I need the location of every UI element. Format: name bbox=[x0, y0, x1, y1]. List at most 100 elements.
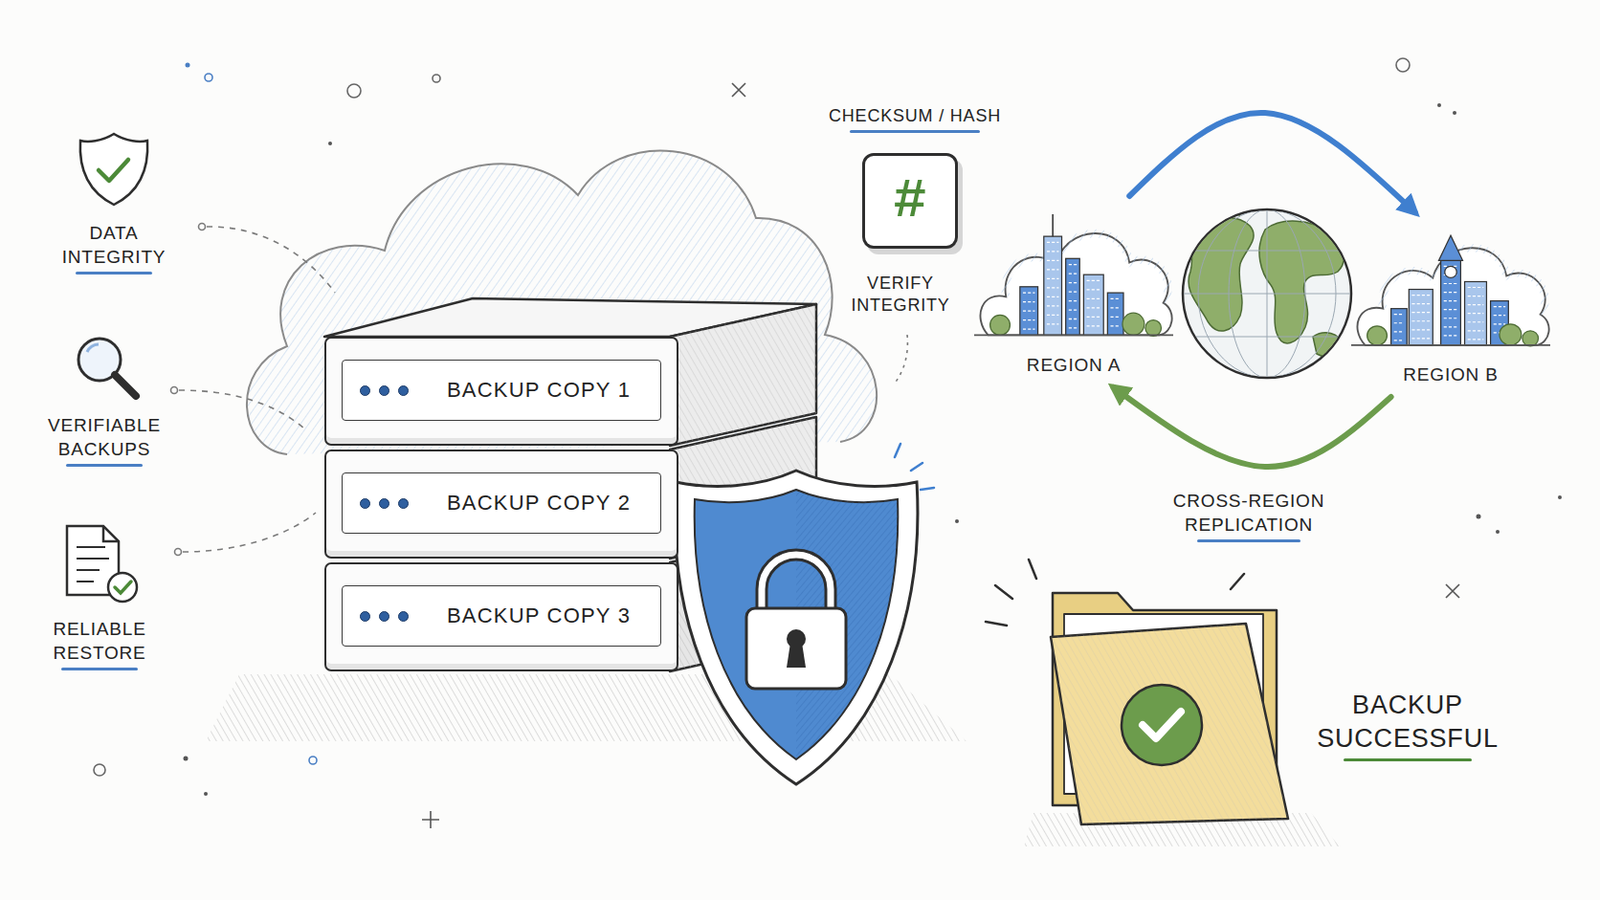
building-windows bbox=[1444, 300, 1459, 302]
decor-specks bbox=[422, 811, 440, 829]
building-windows bbox=[1110, 316, 1120, 318]
tree bbox=[1145, 320, 1162, 337]
building-windows bbox=[1068, 282, 1077, 284]
decor-specks bbox=[732, 83, 746, 97]
backup-server: BACKUP COPY 2 bbox=[324, 449, 679, 559]
building-windows bbox=[1068, 318, 1077, 320]
region-cloud: REGION B bbox=[1351, 212, 1551, 398]
lock-shield bbox=[761, 555, 831, 615]
building bbox=[1066, 258, 1081, 335]
building-windows bbox=[1022, 291, 1035, 293]
building-windows bbox=[1493, 323, 1506, 325]
success-folder bbox=[1050, 623, 1289, 825]
building-windows bbox=[1046, 250, 1059, 252]
building-windows bbox=[1087, 288, 1102, 290]
server-label: BACKUP COPY 3 bbox=[446, 603, 631, 629]
globe bbox=[1182, 209, 1352, 378]
building-windows bbox=[1046, 287, 1059, 289]
integrity-shield-icon bbox=[98, 159, 129, 181]
background-cloud bbox=[246, 151, 877, 455]
region-cloud-outline bbox=[974, 196, 1174, 348]
building-windows bbox=[1493, 332, 1506, 334]
building bbox=[1441, 260, 1462, 346]
caption-label: CHECKSUM / HASH bbox=[809, 105, 1021, 134]
region-cloud: REGION A bbox=[974, 196, 1174, 388]
building-windows bbox=[1110, 298, 1120, 300]
backup-server: BACKUP COPY 3 bbox=[324, 562, 679, 672]
tree bbox=[1499, 324, 1522, 346]
leader-line bbox=[199, 223, 206, 231]
ground-line bbox=[1351, 344, 1551, 347]
integrity-shield-icon bbox=[80, 133, 148, 205]
cloud-shading bbox=[1005, 233, 1169, 304]
building-windows bbox=[1022, 301, 1035, 303]
building-windows bbox=[1444, 334, 1459, 336]
building-windows bbox=[1411, 303, 1430, 305]
server-panel: BACKUP COPY 3 bbox=[341, 585, 662, 647]
checksum-box: # bbox=[862, 153, 958, 249]
status-lights bbox=[359, 611, 409, 623]
building-windows bbox=[1444, 274, 1459, 276]
leader-line bbox=[175, 549, 182, 556]
region-cloud-outline bbox=[1356, 247, 1549, 346]
background-cloud bbox=[246, 151, 877, 455]
status-light bbox=[359, 385, 371, 397]
building-windows bbox=[1087, 316, 1102, 318]
building-windows bbox=[1411, 320, 1430, 322]
building-windows bbox=[1394, 313, 1404, 315]
building-windows bbox=[1467, 295, 1485, 297]
building-windows bbox=[1046, 260, 1059, 262]
status-light bbox=[359, 498, 371, 510]
document-icon bbox=[66, 526, 137, 602]
lock-shield bbox=[786, 643, 806, 668]
building-windows bbox=[1046, 314, 1059, 316]
decor-specks bbox=[309, 756, 317, 765]
tree bbox=[1122, 312, 1145, 335]
caption-label: CROSS-REGION REPLICATION bbox=[1165, 489, 1334, 543]
leader-line bbox=[178, 390, 305, 429]
leader-line bbox=[171, 223, 909, 556]
lock-shield bbox=[694, 489, 899, 760]
status-light bbox=[378, 498, 390, 510]
building-windows bbox=[1046, 278, 1059, 280]
building-windows bbox=[1444, 309, 1459, 311]
building-windows bbox=[1068, 290, 1077, 292]
background-cloud bbox=[246, 151, 877, 455]
replication-arrow bbox=[1129, 112, 1415, 213]
building bbox=[1083, 274, 1104, 335]
building-windows bbox=[1046, 323, 1059, 325]
building-windows bbox=[1444, 326, 1459, 328]
success-folder bbox=[1050, 623, 1289, 825]
decor-specks bbox=[328, 141, 333, 146]
replication-arrow bbox=[1113, 387, 1392, 467]
building-windows bbox=[1467, 330, 1485, 332]
magnifier-icon bbox=[78, 338, 136, 397]
building-windows bbox=[1068, 300, 1077, 302]
status-lights bbox=[359, 498, 409, 510]
decor-specks bbox=[1437, 103, 1442, 108]
building-windows bbox=[1046, 268, 1059, 270]
building bbox=[1465, 281, 1488, 345]
ground-line bbox=[974, 333, 1174, 336]
building-windows bbox=[1394, 331, 1404, 333]
server-label: BACKUP COPY 1 bbox=[446, 377, 631, 403]
decor-specks bbox=[93, 764, 106, 777]
building-windows bbox=[1087, 298, 1102, 300]
success-folder bbox=[985, 559, 1289, 825]
leader-line bbox=[893, 334, 908, 385]
building-windows bbox=[1087, 325, 1102, 327]
building-windows bbox=[1467, 287, 1485, 289]
region-cloud-outline bbox=[979, 233, 1172, 335]
globe bbox=[1182, 209, 1352, 378]
decor-specks bbox=[1445, 584, 1460, 599]
building bbox=[1490, 301, 1510, 346]
building-windows bbox=[1087, 307, 1102, 309]
building-windows bbox=[1068, 264, 1077, 266]
antenna bbox=[1051, 214, 1054, 237]
status-light bbox=[378, 385, 390, 397]
decor-specks bbox=[1495, 530, 1500, 534]
building-windows bbox=[1467, 312, 1485, 314]
region-label: REGION B bbox=[1351, 364, 1551, 386]
lock-shield bbox=[674, 470, 918, 785]
